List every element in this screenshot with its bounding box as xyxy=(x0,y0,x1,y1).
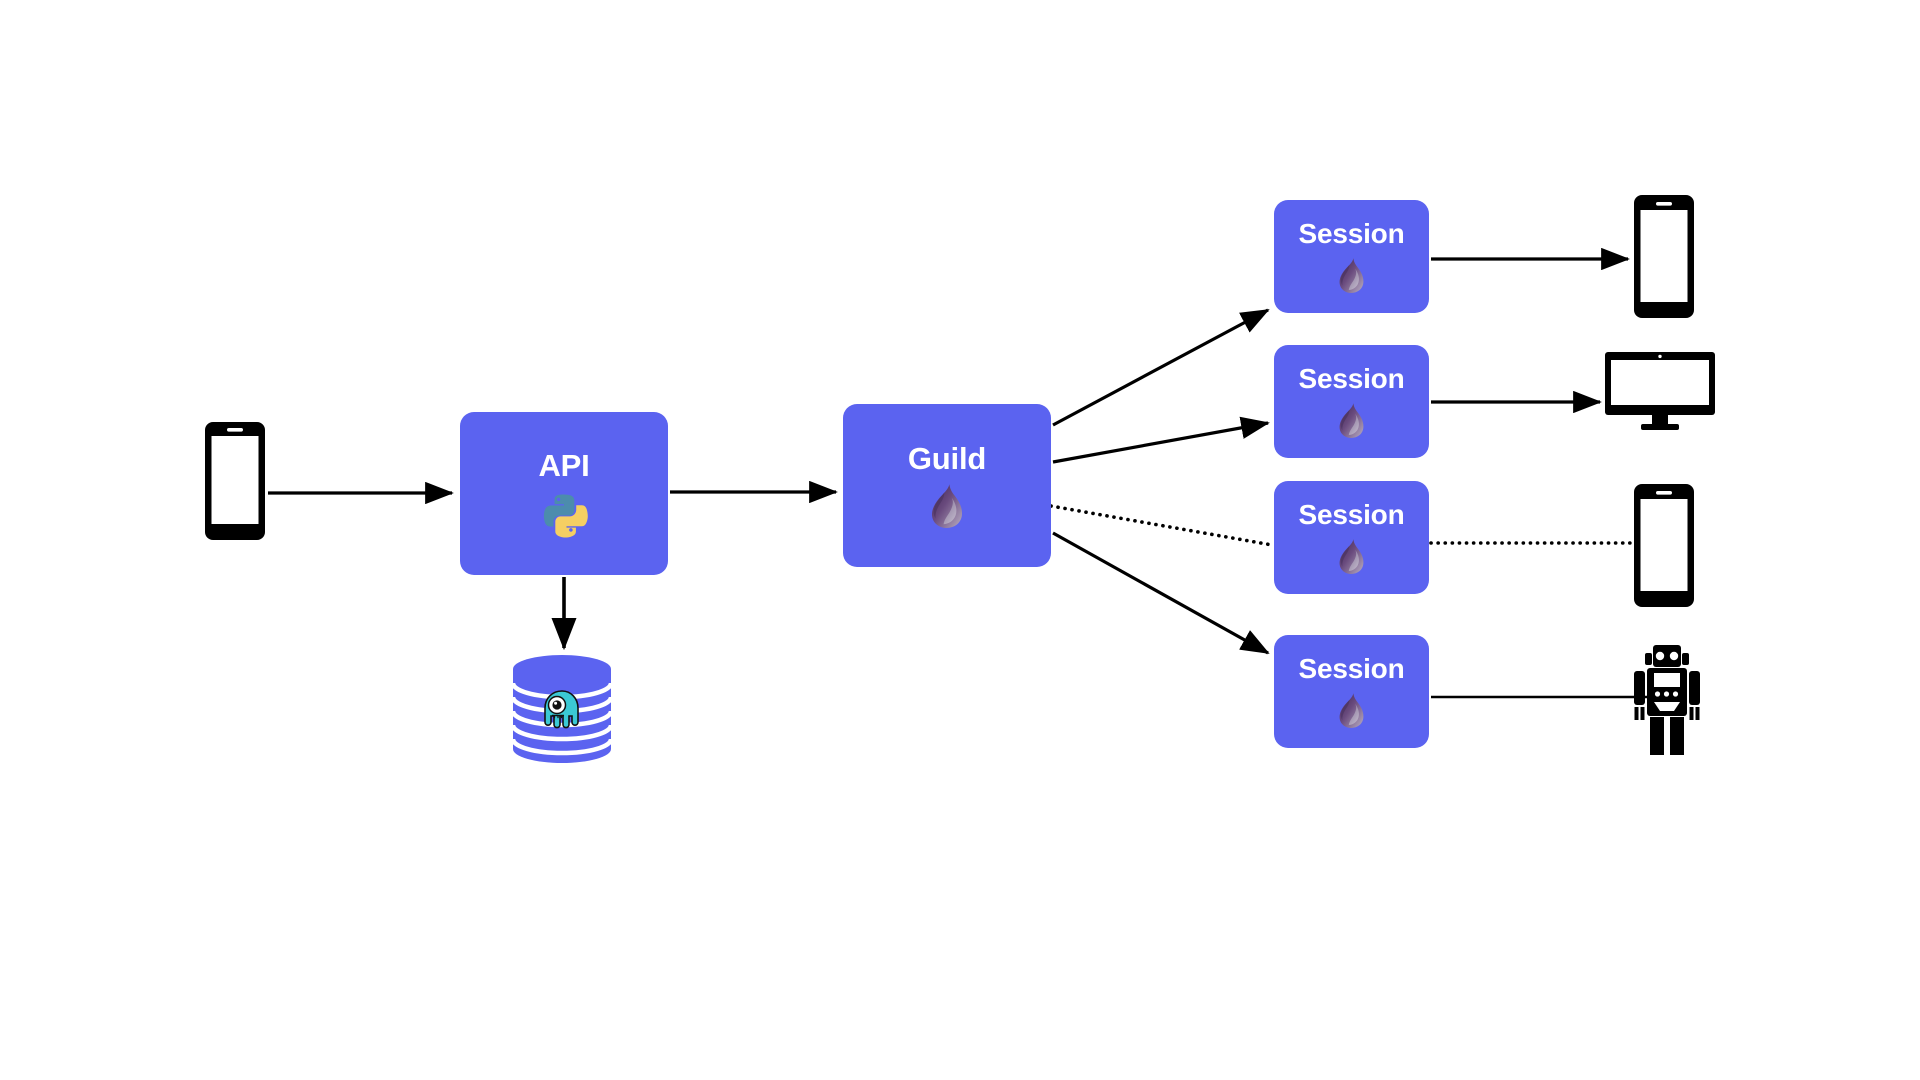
node-guild[interactable]: Guild xyxy=(843,404,1051,567)
desktop-monitor-icon xyxy=(1605,352,1715,430)
node-api-label: API xyxy=(538,447,590,483)
node-session-2-label: Session xyxy=(1298,362,1405,394)
elixir-droplet-logo xyxy=(1339,402,1364,438)
node-session-4[interactable]: Session xyxy=(1274,635,1429,748)
database-icon xyxy=(511,655,613,763)
node-session-3[interactable]: Session xyxy=(1274,481,1429,594)
edge-guild-to-session-1 xyxy=(1052,308,1270,427)
node-session-3-label: Session xyxy=(1298,498,1405,530)
node-guild-label: Guild xyxy=(907,440,987,476)
node-api[interactable]: API xyxy=(460,412,668,575)
couchbase-mascot-logo xyxy=(544,690,579,729)
edge-guild-to-session-3 xyxy=(1049,504,1274,547)
node-session-1-label: Session xyxy=(1298,217,1405,249)
elixir-droplet-logo xyxy=(1339,538,1364,574)
node-session-2[interactable]: Session xyxy=(1274,345,1429,458)
edge-guild-to-session-2 xyxy=(1052,416,1270,464)
node-session-4-label: Session xyxy=(1298,652,1405,684)
elixir-droplet-logo xyxy=(1339,692,1364,728)
python-logo xyxy=(543,494,588,538)
mobile-phone-icon xyxy=(1634,484,1694,607)
node-session-1[interactable]: Session xyxy=(1274,200,1429,313)
robot-icon xyxy=(1634,645,1700,755)
elixir-droplet-logo xyxy=(1339,257,1364,293)
elixir-droplet-logo xyxy=(932,483,962,528)
mobile-phone-icon xyxy=(205,422,265,540)
edge-guild-to-session-4 xyxy=(1052,531,1270,655)
mobile-phone-icon xyxy=(1634,195,1694,318)
